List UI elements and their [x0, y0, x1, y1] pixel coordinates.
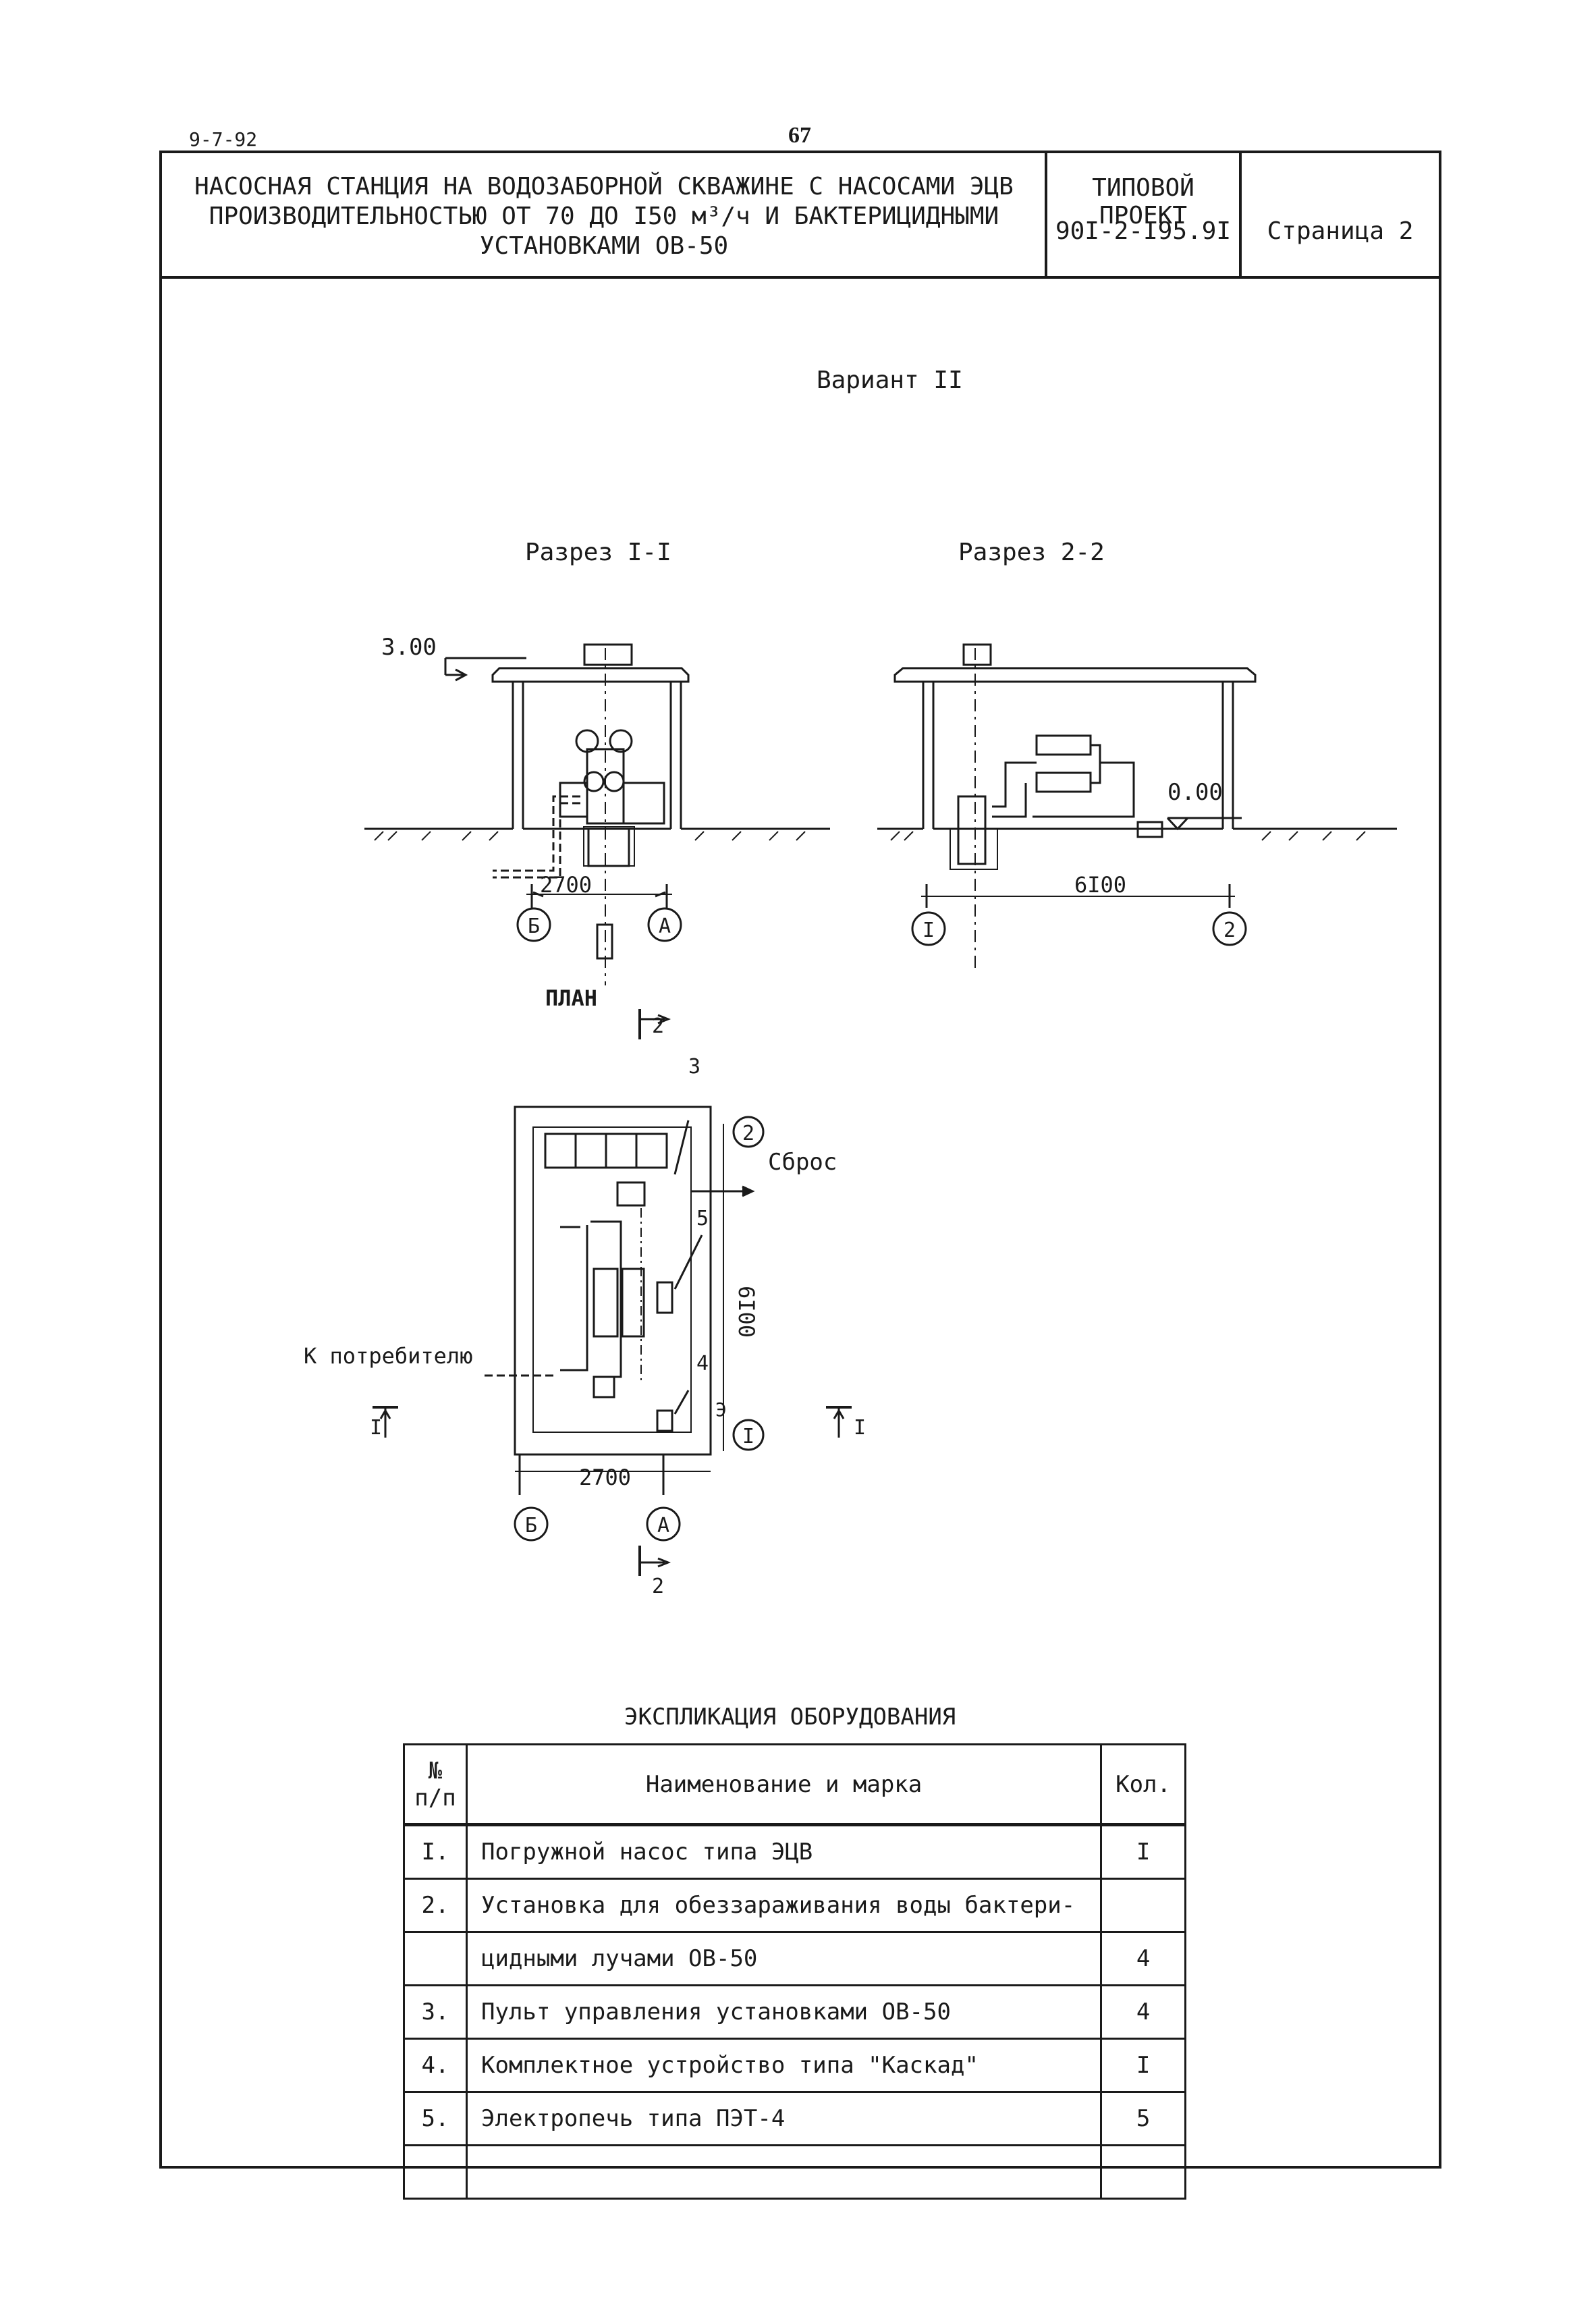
- page-label: Страница 2: [1267, 217, 1414, 245]
- row-num: I.: [403, 1823, 468, 1880]
- row-name: Установка для обеззараживания воды бакте…: [465, 1878, 1103, 1933]
- title-divider-1: [1045, 151, 1047, 279]
- row-name: Пульт управления установками ОВ-50: [465, 1984, 1103, 2040]
- explication-title: ЭКСПЛИКАЦИЯ ОБОРУДОВАНИЯ: [624, 1704, 956, 1731]
- section-mark-1-left: I: [370, 1416, 382, 1440]
- section-mark-2-top: 2: [652, 1014, 664, 1038]
- row-name: Комплектное устройство типа "Каскад": [465, 2038, 1103, 2093]
- section-2-dim: 6I00: [1074, 872, 1126, 898]
- axis-a-s1: А: [659, 915, 671, 938]
- row-qty: I: [1100, 2038, 1186, 2093]
- row-name: Электропечь типа ПЭТ-4: [465, 2091, 1103, 2146]
- plan-dim-vertical: 6I00: [734, 1286, 759, 1338]
- table-row: 4. Комплектное устройство типа "Каскад" …: [403, 2038, 1186, 2093]
- label-e: Э: [715, 1398, 727, 1421]
- row-name: цидными лучами ОВ-50: [465, 1931, 1103, 1986]
- row-name: Погружной насос типа ЭЦВ: [465, 1823, 1103, 1880]
- explication-table: № п/п Наименование и марка Кол. I. Погру…: [403, 1743, 1186, 2200]
- level-top: 3.00: [381, 634, 437, 661]
- title-divider-2: [1239, 151, 1242, 279]
- row-num: [403, 1931, 468, 1986]
- row-qty: 4: [1100, 1931, 1186, 1986]
- axis-1-s2: I: [923, 919, 935, 942]
- table-row: 2. Установка для обеззараживания воды ба…: [403, 1878, 1186, 1933]
- axis-2-plan: 2: [742, 1122, 754, 1145]
- row-qty: 4: [1100, 1984, 1186, 2040]
- title-line-1: НАСОСНАЯ СТАНЦИЯ НА ВОДОЗАБОРНОЙ СКВАЖИН…: [194, 173, 1014, 200]
- table-row: цидными лучами ОВ-50 4: [403, 1931, 1186, 1986]
- axis-2-s2: 2: [1223, 919, 1236, 942]
- table-header-row: № п/п Наименование и марка Кол.: [403, 1743, 1186, 1826]
- row-qty: 5: [1100, 2091, 1186, 2146]
- level-zero: 0.00: [1167, 779, 1223, 806]
- section-mark-2-bottom: 2: [652, 1575, 664, 1598]
- col-num-header: № п/п: [403, 1743, 468, 1826]
- title-line-2: ПРОИЗВОДИТЕЛЬНОСТЬЮ ОТ 70 ДО I50 м³/ч И …: [209, 202, 999, 230]
- axis-b-plan: Б: [525, 1514, 537, 1538]
- project-number: 90I-2-I95.9I: [1055, 217, 1232, 245]
- page-number: 67: [788, 123, 811, 148]
- callout-5: 5: [696, 1207, 709, 1230]
- plan-dim-horizontal: 2700: [579, 1465, 631, 1490]
- row-num: 5.: [403, 2091, 468, 2146]
- section-2-2-drawing: [877, 643, 1397, 972]
- row-num: 3.: [403, 1984, 468, 2040]
- row-num: 2.: [403, 1878, 468, 1932]
- section-mark-1-right: I: [854, 1416, 866, 1440]
- title-block: [159, 151, 1441, 279]
- col-name-header: Наименование и марка: [465, 1743, 1103, 1826]
- row-qty: I: [1100, 1823, 1186, 1880]
- section-1-dim: 2700: [540, 872, 592, 898]
- label-discharge: Сброс: [768, 1149, 837, 1176]
- variant-title: Вариант II: [817, 366, 963, 394]
- row-num: 4.: [403, 2038, 468, 2093]
- axis-b-s1: Б: [528, 915, 540, 938]
- plan-drawing: [373, 1009, 852, 1576]
- table-row: I. Погружной насос типа ЭЦВ I: [403, 1823, 1186, 1880]
- callout-4: 4: [696, 1352, 709, 1376]
- section-1-1-drawing: [364, 643, 830, 985]
- table-row: 5. Электропечь типа ПЭТ-4 5: [403, 2091, 1186, 2146]
- plan-title: ПЛАН: [545, 985, 597, 1011]
- title-block-text: НАСОСНАЯ СТАНЦИЯ НА ВОДОЗАБОРНОЙ СКВАЖИН…: [169, 172, 1039, 261]
- section-1-title: Разрез I-I: [525, 539, 671, 566]
- section-2-title: Разрез 2-2: [958, 539, 1105, 566]
- callout-3: 3: [688, 1055, 700, 1079]
- table-row: [403, 2144, 1186, 2200]
- label-consumer: К потребителю: [304, 1343, 472, 1369]
- table-row: 3. Пульт управления установками ОВ-50 4: [403, 1984, 1186, 2040]
- col-qty-header: Кол.: [1100, 1743, 1186, 1826]
- row-num: [403, 2144, 468, 2200]
- axis-1-plan: I: [742, 1425, 754, 1448]
- row-name: [465, 2144, 1103, 2200]
- title-line-3: УСТАНОВКАМИ ОВ-50: [479, 232, 729, 260]
- row-qty: [1100, 1878, 1186, 1932]
- project-label: ТИПОВОЙ ПРОЕКТ: [1092, 174, 1194, 229]
- doc-code: 9-7-92: [189, 128, 258, 151]
- axis-a-plan: А: [657, 1514, 669, 1538]
- row-qty: [1100, 2144, 1186, 2200]
